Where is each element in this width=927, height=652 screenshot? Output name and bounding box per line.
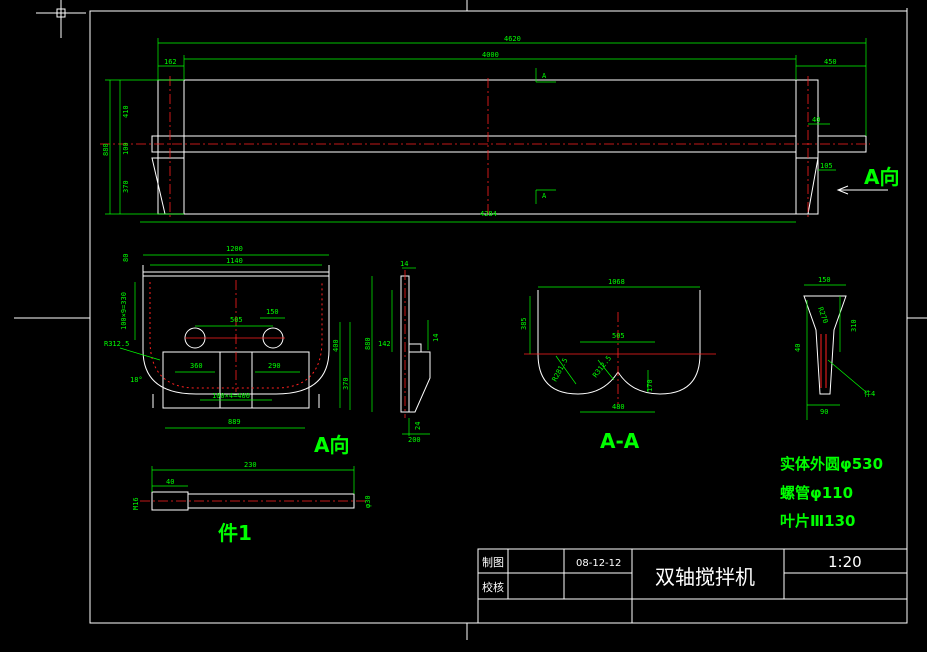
dim-front-mid: 100: [122, 142, 130, 155]
dim-front-inner: 4000: [482, 51, 499, 59]
dim-section-top: 1068: [608, 278, 625, 286]
dim-a-hole-dia: 150: [266, 308, 279, 316]
drawing-border: [89, 10, 908, 624]
title-checked-label: 校核: [482, 580, 504, 594]
dim-blade-bottom: 90: [820, 408, 828, 416]
blade-callout: 件4: [864, 389, 875, 398]
dim-front-bottom: 4284: [480, 210, 497, 218]
title-scale: 1:20: [828, 553, 862, 571]
dim-side-small: 14: [432, 334, 440, 342]
dim-a-center: 505: [230, 316, 243, 324]
dim-side-top: 14: [400, 260, 408, 268]
section-a-a: [524, 286, 716, 413]
dim-a-inner: 1140: [226, 257, 243, 265]
side-view: [371, 267, 431, 436]
dim-blade-top: 150: [818, 276, 831, 284]
section-mark-top: A: [542, 72, 547, 80]
blade-detail: [803, 284, 867, 420]
dim-section-center: 505: [612, 332, 625, 340]
dim-side-inner: 142: [378, 340, 391, 348]
dim-section-left: 385: [520, 317, 528, 330]
dim-side-bot-a: 24: [414, 422, 422, 430]
dim-part1-left: 40: [166, 478, 174, 486]
dim-section-small: 170: [646, 379, 654, 392]
dim-a-right-b: 370: [342, 377, 350, 390]
title-date: 08-12-12: [576, 558, 621, 569]
dim-a-right-a: 400: [332, 339, 340, 352]
dim-front-right-small: 105: [820, 162, 833, 170]
dim-a-angle: 18°: [130, 376, 143, 384]
section-a-a-label: A-A: [600, 429, 640, 453]
dim-blade-side: 310: [850, 319, 858, 332]
a-view-label: A向: [314, 433, 349, 457]
dim-section-r2: R312.5: [591, 354, 613, 379]
dim-front-total: 4620: [504, 35, 521, 43]
title-drawn-label: 制图: [482, 556, 504, 569]
a-view: [119, 254, 351, 429]
dim-part1-dia-right: φ30: [364, 495, 372, 508]
a-direction-label: A向: [864, 165, 899, 189]
dim-side-height: 880: [364, 337, 372, 350]
dim-front-left-end: 162: [164, 58, 177, 66]
dim-a-a: 360: [190, 362, 203, 370]
dim-a-top-small: 80: [122, 254, 130, 262]
dim-blade-slot: 40: [794, 344, 802, 352]
dim-section-bottom: 480: [612, 403, 625, 411]
note-solid-outer: 实体外圆φ530: [780, 455, 883, 473]
crosshair-cursor-icon: [36, 0, 86, 38]
section-mark-bottom: A: [542, 192, 547, 200]
dim-blade-diag: R270: [816, 306, 829, 325]
dim-a-bottom: 889: [228, 418, 241, 426]
dim-front-bot: 370: [122, 180, 130, 193]
dim-a-radius: R312.5: [104, 340, 129, 348]
dim-front-height: 880: [102, 143, 110, 156]
dim-part1-total: 230: [244, 461, 257, 469]
dim-front-top: 410: [122, 105, 130, 118]
part-1-label: 件1: [218, 521, 252, 545]
title-block: [477, 548, 908, 624]
dim-front-right-end: 450: [824, 58, 837, 66]
dim-a-width: 1200: [226, 245, 243, 253]
dim-part1-dia-left: M16: [132, 497, 140, 510]
part-1: [140, 466, 366, 511]
dim-side-bot-b: 200: [408, 436, 421, 444]
title-name: 双轴搅拌机: [655, 565, 755, 589]
note-blade: 叶片Ⅲ130: [780, 512, 856, 530]
dim-a-b: 290: [268, 362, 281, 370]
note-screw-tube: 螺管φ110: [780, 484, 853, 502]
dim-section-r1: R281.5: [551, 357, 570, 383]
dim-a-c: 100×4=400: [212, 392, 250, 400]
dim-a-holes: 100×9=330: [120, 292, 128, 330]
front-view: [100, 38, 888, 223]
dim-front-shaft: 40: [812, 116, 820, 124]
